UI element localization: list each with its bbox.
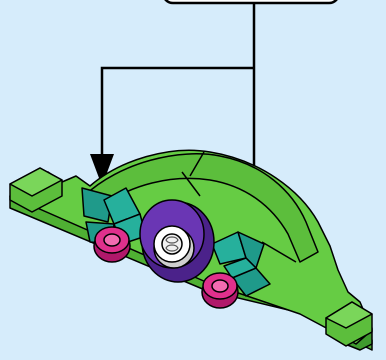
arrow-left-path: [102, 68, 254, 160]
purple-round-plate: [140, 200, 214, 282]
left-flower: [94, 227, 130, 262]
left-flower-center: [104, 234, 120, 246]
right-flower-center: [212, 280, 228, 292]
right-flower: [202, 273, 238, 308]
callout-box: [163, 0, 339, 3]
